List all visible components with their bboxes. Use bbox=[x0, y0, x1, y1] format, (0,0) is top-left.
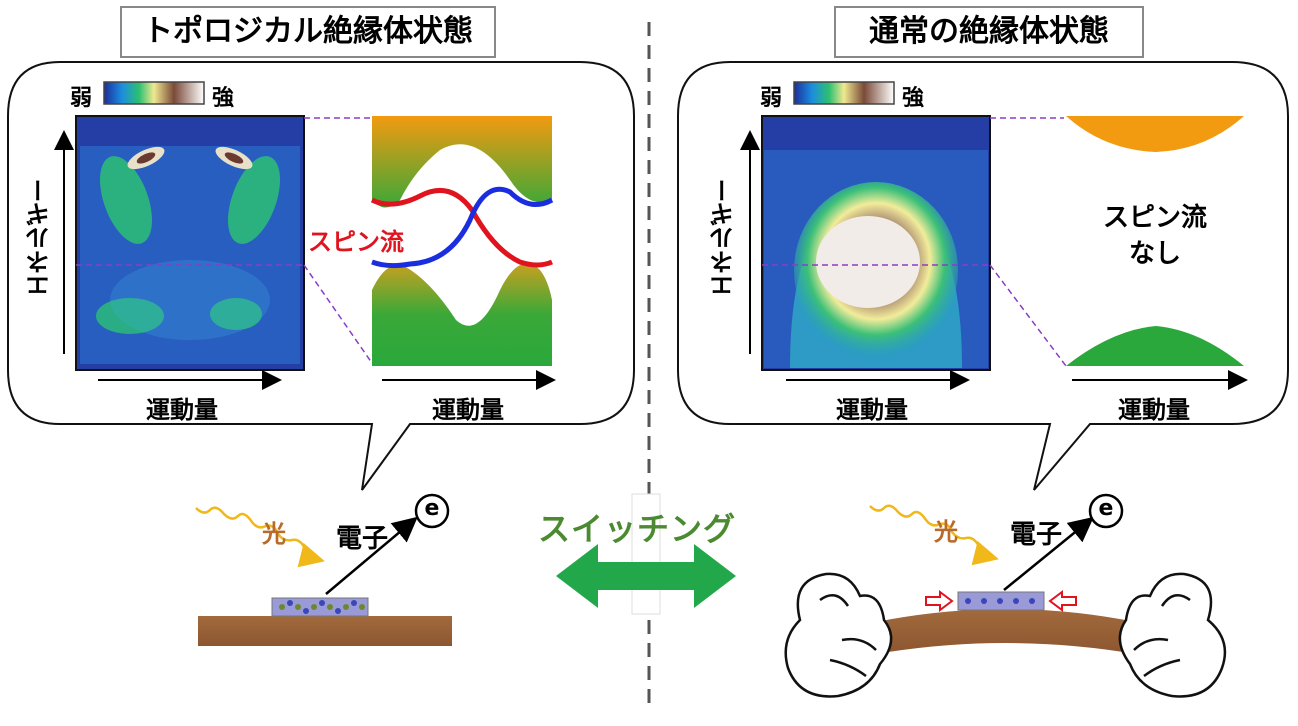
right-map-x-axis-label: 運動量 bbox=[836, 396, 908, 424]
left-band-x-axis-label: 運動量 bbox=[432, 396, 504, 424]
right-expand-arrow-icon bbox=[1048, 590, 1077, 612]
left-light-wave-icon bbox=[195, 506, 325, 568]
right-electron-symbol: e bbox=[1098, 496, 1114, 521]
right-intensity-map bbox=[761, 115, 991, 371]
left-crystal-sample bbox=[271, 597, 369, 617]
left-electron-arrow-icon bbox=[325, 516, 418, 595]
left-legend-weak-label: 弱 bbox=[70, 86, 93, 111]
right-electron-circle-icon bbox=[1088, 493, 1124, 529]
left-electron-label: 電子 bbox=[336, 524, 389, 554]
right-legend-bar bbox=[793, 81, 895, 105]
right-y-axis-label: エネルギー bbox=[710, 178, 738, 298]
left-expand-arrow-icon bbox=[925, 590, 954, 612]
right-electron-label: 電子 bbox=[1010, 520, 1063, 550]
left-y-axis-label: エネルギー bbox=[26, 178, 54, 298]
right-light-label: 光 bbox=[934, 518, 958, 546]
right-band-diagram bbox=[1066, 116, 1244, 366]
switching-label: スイッチング bbox=[538, 510, 737, 548]
right-no-spin-label-line1: スピン流 bbox=[1102, 203, 1207, 233]
right-glove-hand-icon bbox=[1118, 572, 1227, 698]
right-legend-weak-label: 弱 bbox=[760, 86, 783, 111]
left-spin-current-label: スピン流 bbox=[308, 228, 404, 256]
right-light-wave-icon bbox=[869, 504, 999, 566]
left-intensity-map bbox=[75, 115, 305, 371]
right-electron-arrow-icon bbox=[1003, 516, 1094, 591]
right-band-x-axis-label: 運動量 bbox=[1118, 396, 1190, 424]
left-sample bbox=[198, 597, 452, 646]
left-panel-title: トポロジカル絶縁体状態 bbox=[120, 6, 496, 58]
left-light-label: 光 bbox=[262, 520, 286, 548]
left-legend-bar bbox=[103, 81, 205, 105]
left-substrate bbox=[198, 616, 452, 646]
right-no-spin-label-line2: なし bbox=[1128, 239, 1181, 269]
left-electron-circle-icon bbox=[414, 493, 450, 529]
right-sample bbox=[876, 590, 1136, 654]
left-map-x-axis-label: 運動量 bbox=[146, 396, 218, 424]
left-band-diagram bbox=[370, 112, 554, 368]
right-substrate bbox=[876, 609, 1136, 654]
left-legend-strong-label: 強 bbox=[212, 86, 235, 111]
right-panel-title: 通常の絶縁体状態 bbox=[834, 6, 1144, 58]
right-legend-strong-label: 強 bbox=[902, 86, 925, 111]
left-electron-symbol: e bbox=[424, 496, 440, 521]
left-glove-hand-icon bbox=[784, 572, 893, 698]
double-arrow-icon bbox=[556, 544, 736, 608]
